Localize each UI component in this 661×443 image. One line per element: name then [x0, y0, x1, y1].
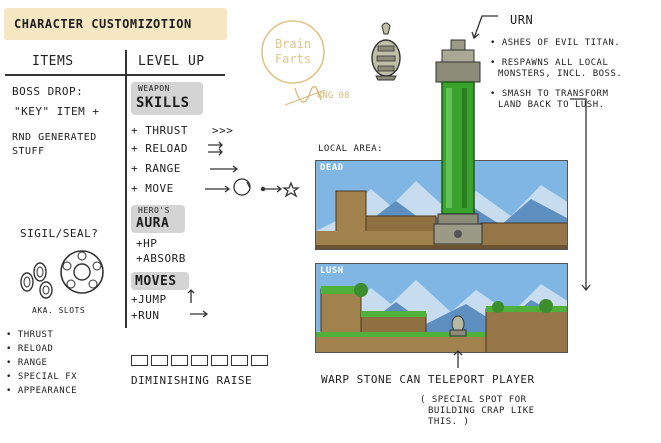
- urn-column-icon: [433, 39, 483, 245]
- small-seal-icon-2: [33, 262, 47, 282]
- sigil-list-item: • Appearance: [6, 386, 78, 396]
- page-title: Character Customizotion: [14, 17, 192, 31]
- rnd-line-2: Stuff: [12, 146, 45, 157]
- skill-reload: + Reload: [131, 142, 188, 155]
- move-arrow-icon: [205, 185, 231, 193]
- diminishing-cell: [211, 355, 228, 366]
- signature-text: RNG 08: [317, 91, 350, 101]
- warp-note: ( Special spot for Building crap like th…: [420, 395, 535, 428]
- transform-arrow-icon: [570, 98, 591, 292]
- urn-note: • Ashes of Evil Titan.: [490, 38, 621, 48]
- jump-arrow-icon: [187, 289, 195, 303]
- sigil-slots-sketch: [20, 250, 104, 299]
- logo-line-2: Farts: [275, 52, 311, 66]
- seal-wheel-icon: [60, 250, 104, 294]
- dead-label: Dead: [320, 163, 344, 173]
- diminishing-cell: [251, 355, 268, 366]
- weapon-skills-pill: [131, 82, 203, 115]
- column-divider: [125, 50, 127, 328]
- sigil-list-item: • Thrust: [6, 330, 54, 340]
- skill-thrust: + Thrust: [131, 124, 188, 137]
- star-burst-icon: [282, 181, 300, 198]
- urn-note-continued: land back to lush.: [498, 100, 605, 110]
- move-run: +Run: [131, 309, 160, 322]
- skills-label: Skills: [136, 95, 190, 111]
- diminishing-cell: [231, 355, 248, 366]
- thrust-marks: >>>: [212, 124, 234, 137]
- diminishing-label: Diminishing Raise: [131, 374, 253, 387]
- urn-note: • Smash to transform: [490, 89, 609, 99]
- logo-line-1: Brain: [275, 37, 311, 51]
- urn-pointer-arrow-icon: [471, 15, 498, 40]
- aura-absorb: +Absorb: [136, 252, 186, 265]
- sigil-caption: AKA. Slots: [32, 306, 86, 315]
- urn-sketch-icon: [371, 22, 401, 81]
- rnd-line-1: RND Generated: [12, 132, 97, 143]
- sigil-list: • Thrust • Reload • Range • Special Fx •…: [6, 330, 77, 397]
- skill-arrows-sketch: [205, 141, 300, 198]
- warp-stone-icon: [449, 315, 467, 337]
- lush-area-scene: [315, 263, 568, 353]
- brain-farts-logo: Brain Farts RNG 08: [261, 20, 350, 106]
- sigil-list-item: • Range: [6, 358, 48, 368]
- move-jump: +Jump: [131, 293, 167, 306]
- items-column-header: Items: [32, 54, 74, 69]
- diminishing-cell: [191, 355, 208, 366]
- dash-dot-icon: [260, 186, 266, 192]
- aura-pill: [131, 205, 185, 233]
- urn-notes: • Ashes of Evil Titan. • Respawns all lo…: [490, 38, 622, 111]
- diminishing-cell: [151, 355, 168, 366]
- lush-label: Lush: [320, 266, 344, 276]
- urn-note-continued: monsters, incl. Boss.: [498, 69, 623, 79]
- boss-drop-label: Boss Drop:: [12, 85, 84, 98]
- levelup-column-header: Level Up: [138, 54, 205, 69]
- header-underline: [5, 74, 225, 76]
- title-banner: [4, 8, 227, 40]
- reload-arrows-icon: [208, 141, 223, 156]
- diminishing-cell: [171, 355, 188, 366]
- key-item-label: "Key" Item +: [14, 105, 100, 118]
- warp-note-line: Building crap like: [428, 406, 535, 416]
- aura-hp: +HP: [136, 237, 158, 250]
- moves-pill: [131, 272, 189, 290]
- small-seal-icon-1: [20, 272, 34, 292]
- warp-note-line: this. ): [428, 417, 470, 427]
- local-area-label: Local Area:: [318, 144, 384, 154]
- warp-pointer-arrow-icon: [453, 350, 463, 368]
- skill-range: + Range: [131, 162, 181, 175]
- range-arrow-icon: [210, 165, 239, 173]
- warp-note-line: ( Special spot for: [420, 395, 527, 405]
- weapon-label-small: Weapon: [138, 84, 170, 93]
- sigil-list-item: • Special Fx: [6, 372, 78, 382]
- sigil-title: Sigil/Seal?: [20, 227, 99, 240]
- aura-label: Aura: [136, 216, 170, 231]
- urn-note: • Respawns all local: [490, 58, 609, 68]
- urn-label: Urn: [510, 13, 534, 27]
- diminishing-cell: [131, 355, 148, 366]
- jump-run-arrows-sketch: [187, 289, 209, 318]
- warp-label: Warp Stone can Teleport Player: [321, 373, 535, 386]
- dodge-loop-icon: [233, 178, 251, 196]
- skill-move: + Move: [131, 182, 174, 195]
- aura-label-small: Hero's: [138, 206, 170, 215]
- sigil-list-item: • Reload: [6, 344, 54, 354]
- run-arrow-icon: [190, 310, 209, 318]
- moves-label: Moves: [135, 274, 177, 289]
- small-seal-icon-3: [39, 281, 53, 299]
